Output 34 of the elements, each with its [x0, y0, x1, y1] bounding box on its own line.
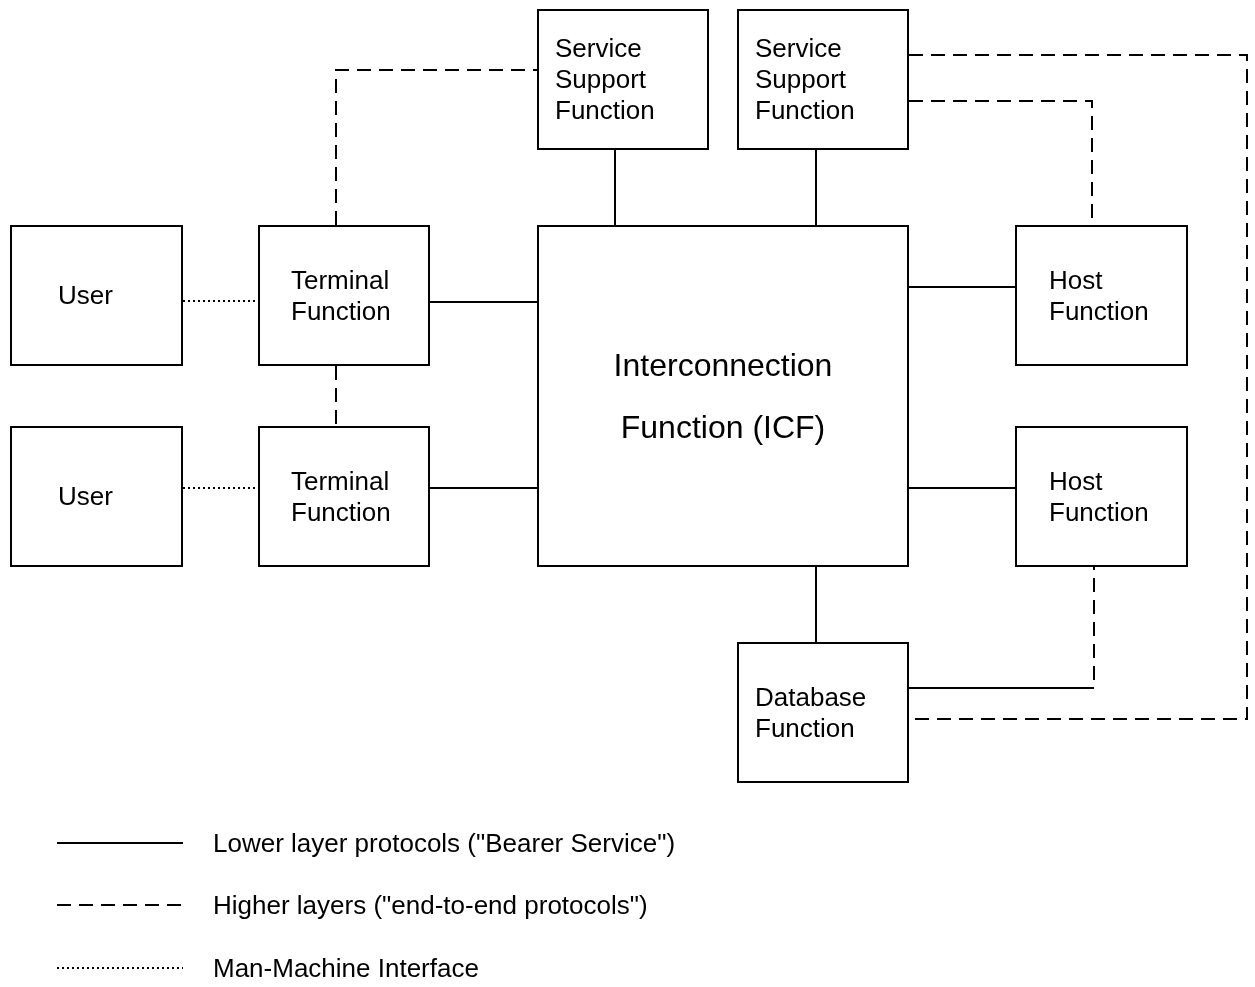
function-box [10, 426, 183, 567]
node-label: User [58, 280, 113, 311]
node-label: Database Function [755, 681, 868, 744]
node-label: Host Function [1049, 264, 1150, 327]
function-box [537, 9, 709, 150]
dashed-connector [908, 566, 1095, 689]
dashed-connector [335, 69, 538, 226]
function-box [258, 225, 430, 366]
node-label: Terminal Function [291, 465, 392, 528]
connector-line [908, 487, 1016, 489]
legend-label: Man-Machine Interface [213, 952, 479, 984]
dashed-connector [908, 54, 1248, 720]
dashed-connector [335, 365, 337, 427]
function-box [737, 642, 909, 783]
function-box [737, 9, 909, 150]
node-label: User [58, 481, 113, 512]
connector-line [429, 487, 538, 489]
function-box [1015, 225, 1188, 366]
legend-label: Higher layers ("end-to-end protocols") [213, 889, 648, 921]
connector-line [429, 301, 538, 303]
node-label: Service Support Function [755, 33, 856, 126]
node-label: Host Function [1049, 465, 1150, 528]
connector-line [908, 286, 1016, 288]
node-label: Interconnection Function (ICF) [613, 346, 833, 447]
function-box [10, 225, 183, 366]
legend-label: Lower layer protocols ("Bearer Service") [213, 827, 676, 859]
function-box [1015, 426, 1188, 567]
function-box [258, 426, 430, 567]
connector-line [815, 566, 817, 643]
function-box [537, 225, 909, 567]
node-label: Terminal Function [291, 264, 392, 327]
node-label: Service Support Function [555, 33, 656, 126]
connector-line [815, 149, 817, 226]
connector-line [614, 149, 616, 226]
